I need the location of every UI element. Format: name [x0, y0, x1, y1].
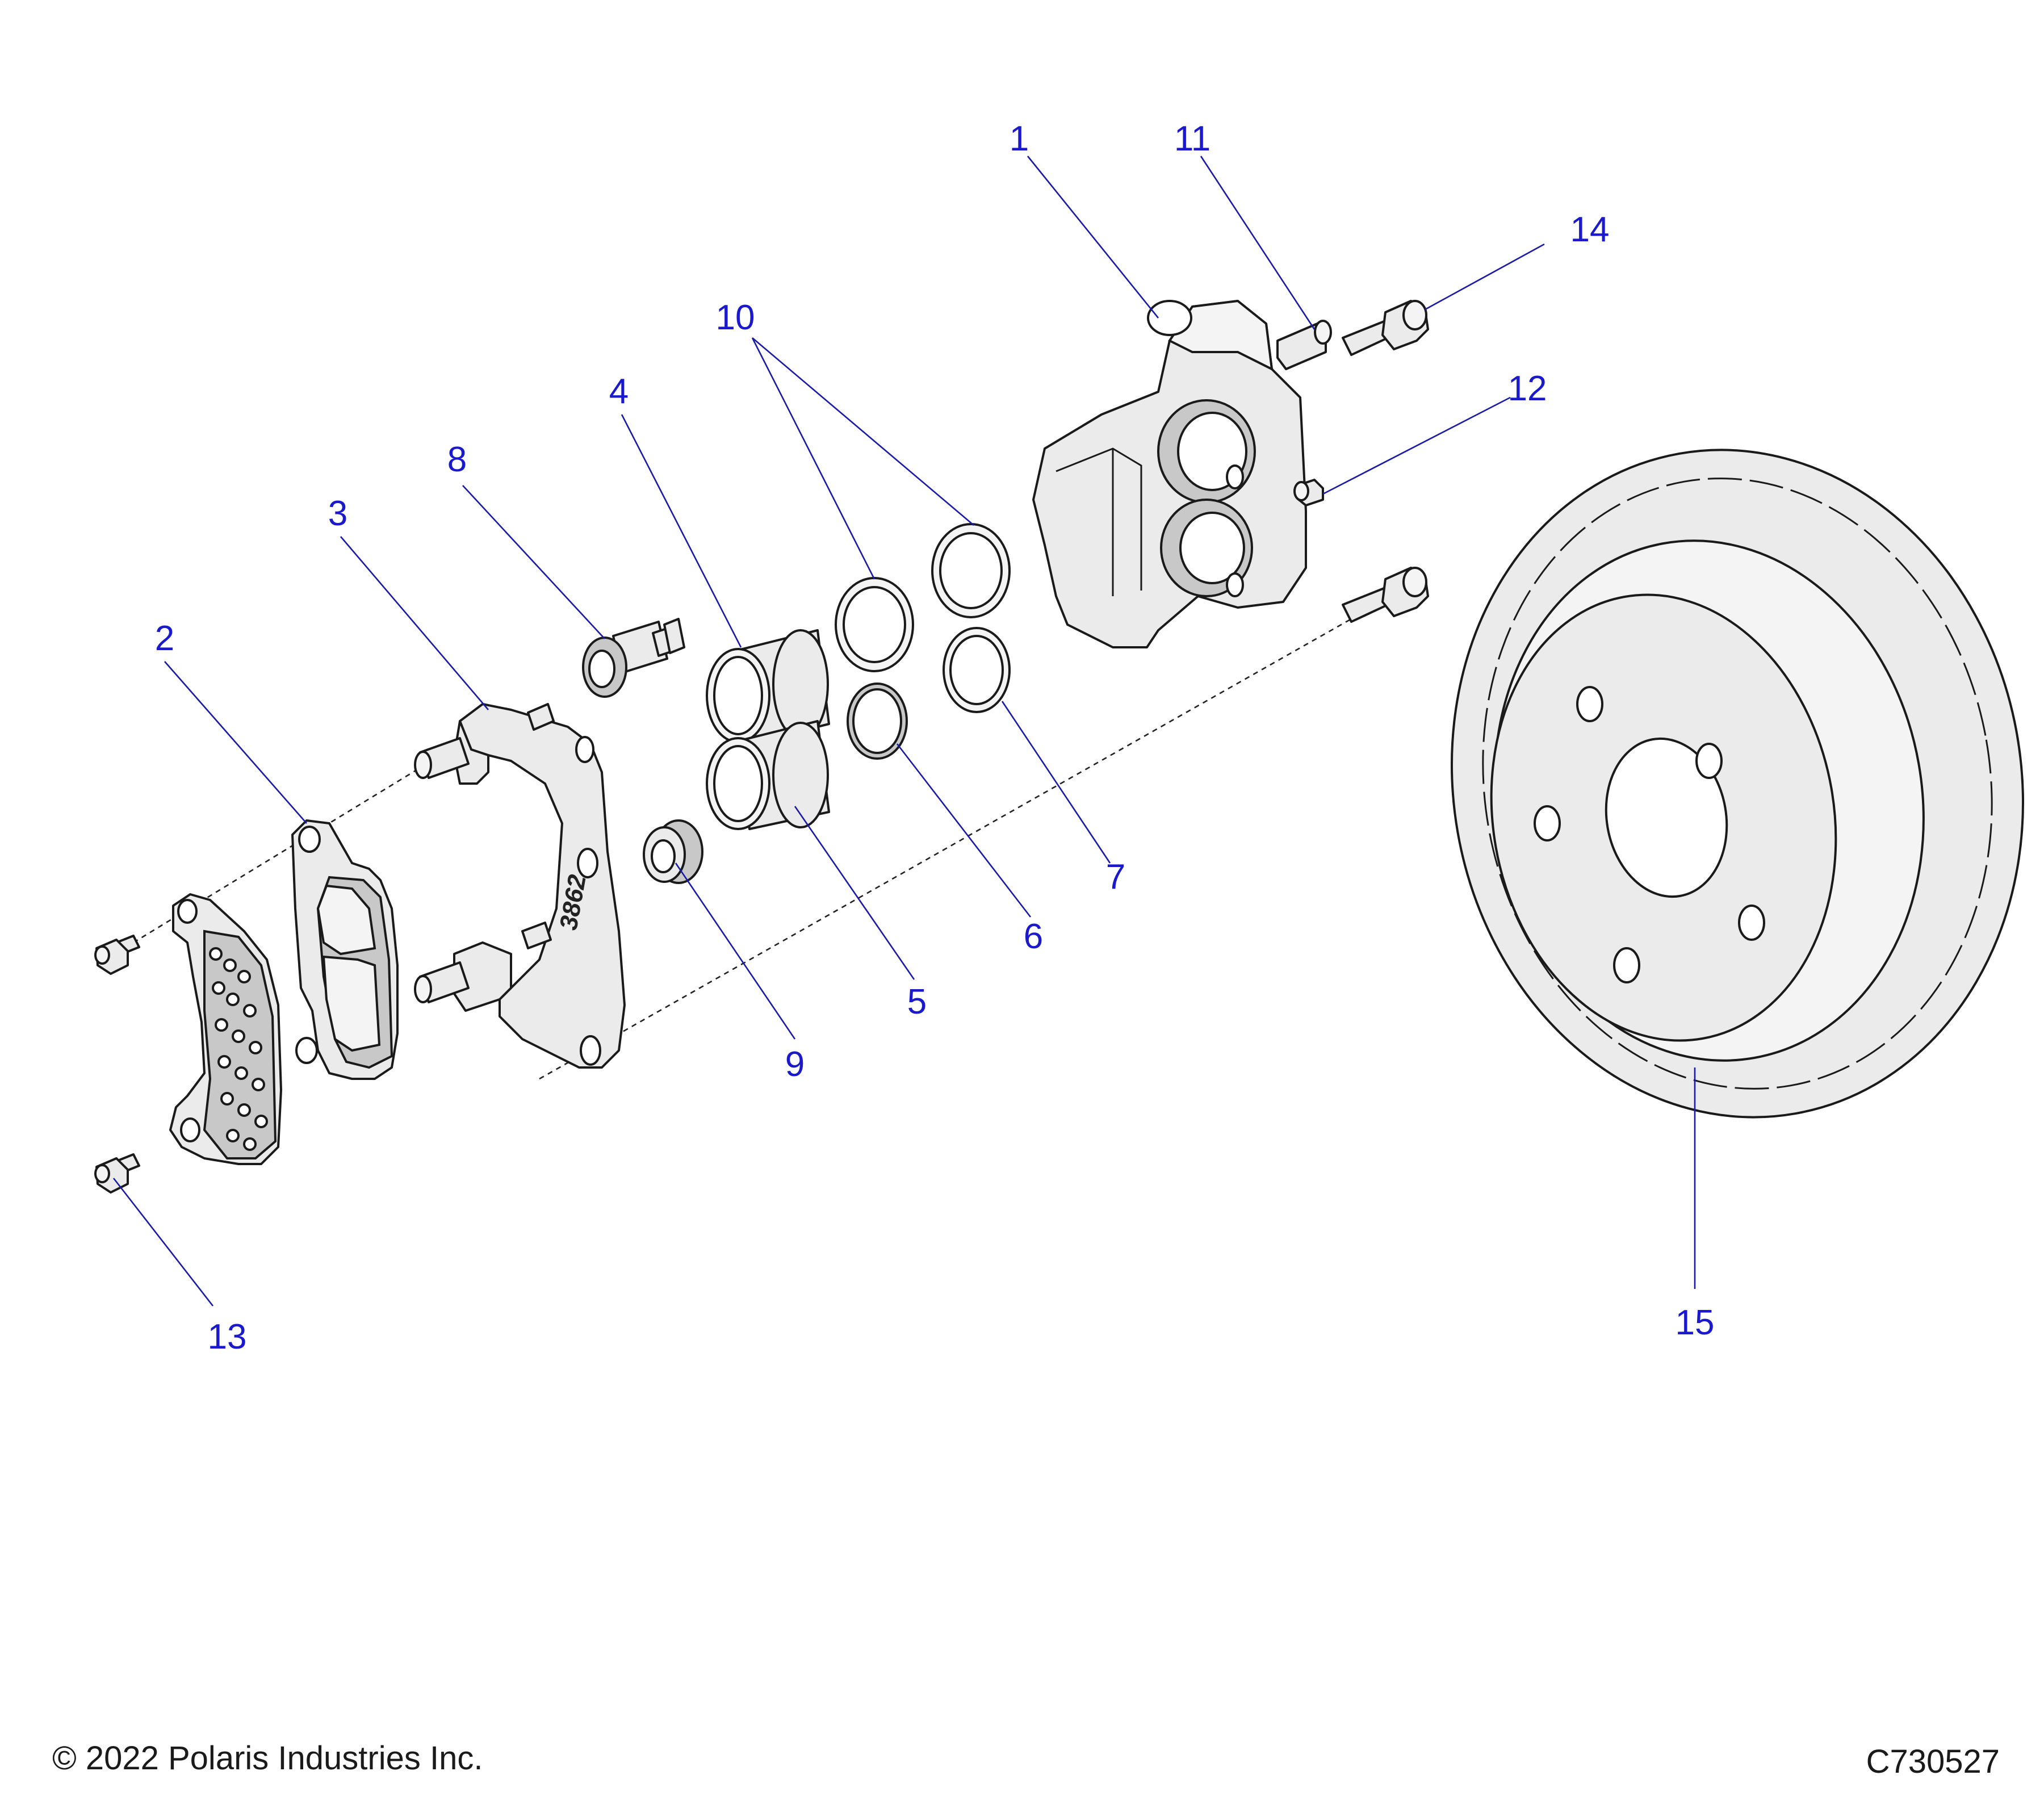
callout-12: 12 [1508, 369, 1547, 408]
part-14-caliper-bolt-upper [1342, 300, 1429, 356]
part-2-brake-pad-inner [291, 819, 399, 1080]
part-3-caliper-bracket: 3862 [414, 703, 626, 1069]
part-6-seal [847, 683, 908, 760]
part-8-slide-pin [582, 618, 685, 698]
part-2-brake-pad-outer [169, 893, 282, 1165]
part-11-bleeder-screw [1276, 320, 1332, 370]
part-10-seal-outer [931, 523, 1011, 618]
part-4-piston-upper [706, 629, 830, 745]
callout-9: 9 [785, 1045, 805, 1084]
callout-10: 10 [716, 298, 755, 337]
callout-1: 1 [1010, 119, 1029, 158]
callout-5: 5 [907, 982, 927, 1021]
callout-numbers: 1 2 3 4 5 6 7 8 9 10 11 12 13 14 15 [155, 119, 1715, 1357]
callout-6: 6 [1024, 917, 1043, 956]
part-15-brake-rotor [1451, 449, 2024, 1119]
callout-4: 4 [609, 372, 629, 411]
callout-3: 3 [328, 494, 347, 533]
part-9-boot [643, 819, 703, 884]
leader-lines [112, 156, 1696, 1307]
part-1-caliper-body [1032, 299, 1307, 648]
part-7-seal [943, 627, 1011, 713]
callout-8: 8 [447, 440, 467, 479]
copyright-notice: © 2022 Polaris Industries Inc. [52, 1740, 483, 1777]
part-13-bolt-lower [94, 1153, 140, 1194]
pad-shim-holes [209, 947, 268, 1151]
part-14-caliper-bolt-lower [1342, 567, 1429, 623]
callout-15: 15 [1676, 1303, 1715, 1342]
callout-13: 13 [208, 1317, 247, 1357]
part-10-seal-inner [835, 577, 914, 672]
callout-14: 14 [1570, 210, 1610, 249]
part-5-piston-lower [706, 720, 830, 830]
callout-7: 7 [1106, 857, 1125, 897]
drawing-number: C730527 [1866, 1743, 2000, 1780]
part-13-bolt-upper [94, 935, 140, 975]
callout-11: 11 [1174, 119, 1211, 158]
callout-2: 2 [155, 619, 174, 658]
part-12-bleeder-cap [1293, 479, 1324, 506]
